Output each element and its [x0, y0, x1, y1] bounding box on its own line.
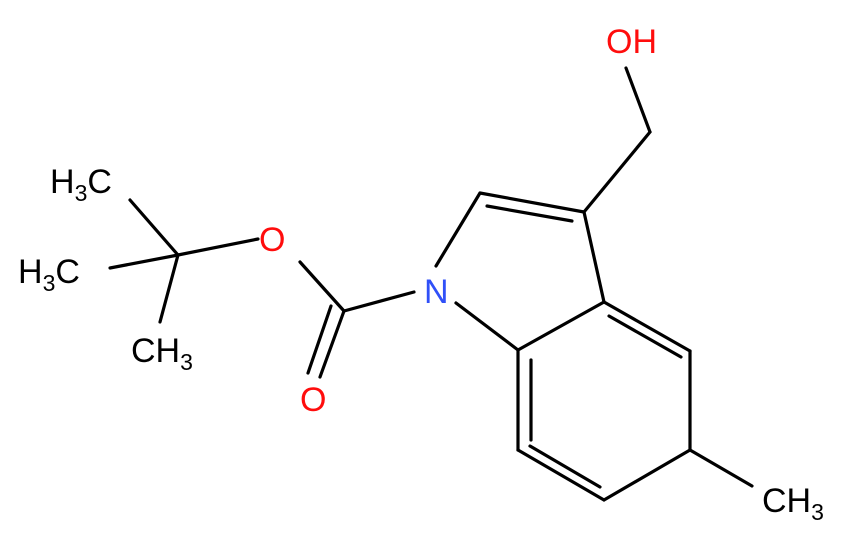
oh-label: OH [606, 23, 657, 61]
ring-methyl-ch: CH [762, 482, 811, 520]
bond-c5-ch3 [688, 448, 754, 488]
ring-methyl-subscript: 3 [811, 499, 824, 525]
methyl-mid-h: H [18, 253, 43, 291]
bond-c6-c7-inner [528, 444, 602, 489]
nitrogen-label: N [424, 273, 449, 311]
bond-cq-ch3-bot [158, 253, 180, 324]
methyl-top-subscript: 3 [75, 180, 88, 206]
bond-c-o-double-2 [306, 304, 333, 375]
bond-c6-c7 [516, 448, 606, 502]
bond-o-ester-c-carbonyl [298, 260, 346, 313]
methyl-bottom-ch: CH [131, 332, 180, 370]
methyl-top-c: C [87, 163, 112, 201]
bond-c3-ch2 [582, 130, 652, 214]
methyl-mid-label: H3C [18, 253, 80, 296]
bond-c3-c3a [582, 210, 606, 304]
bond-c3a-c4-inner [607, 314, 683, 359]
bond-c7a-c3a [516, 300, 606, 352]
bond-cq-ch3-top [128, 198, 180, 257]
carbonyl-oxygen-label: O [300, 381, 326, 419]
bond-c-o-double-1 [318, 309, 346, 379]
bond-c-carbonyl-n [342, 290, 416, 313]
ring-methyl-label: CH3 [762, 482, 824, 525]
bond-c3a-c4 [602, 300, 692, 353]
methyl-top-h: H [50, 163, 75, 201]
bond-cq-ch3-mid [108, 253, 180, 270]
bond-c5-c6 [602, 448, 692, 502]
methyl-mid-subscript: 3 [43, 270, 56, 296]
methyl-bottom-label: CH3 [131, 332, 193, 375]
methyl-top-label: H3C [50, 163, 112, 206]
bond-n-c2 [434, 191, 482, 268]
methyl-mid-c: C [55, 253, 80, 291]
atom-labels: OH N O O H3C H3C CH3 CH3 [18, 23, 824, 525]
bonds [108, 66, 754, 502]
bond-cq-o-ester [176, 237, 260, 257]
bond-ch2-oh [624, 66, 652, 134]
ester-oxygen-label: O [259, 221, 285, 259]
bond-c2-c3 [478, 191, 586, 214]
bond-n-c7a [454, 301, 520, 352]
methyl-bottom-subscript: 3 [180, 349, 193, 375]
bond-c2-c3-inner [485, 204, 574, 223]
